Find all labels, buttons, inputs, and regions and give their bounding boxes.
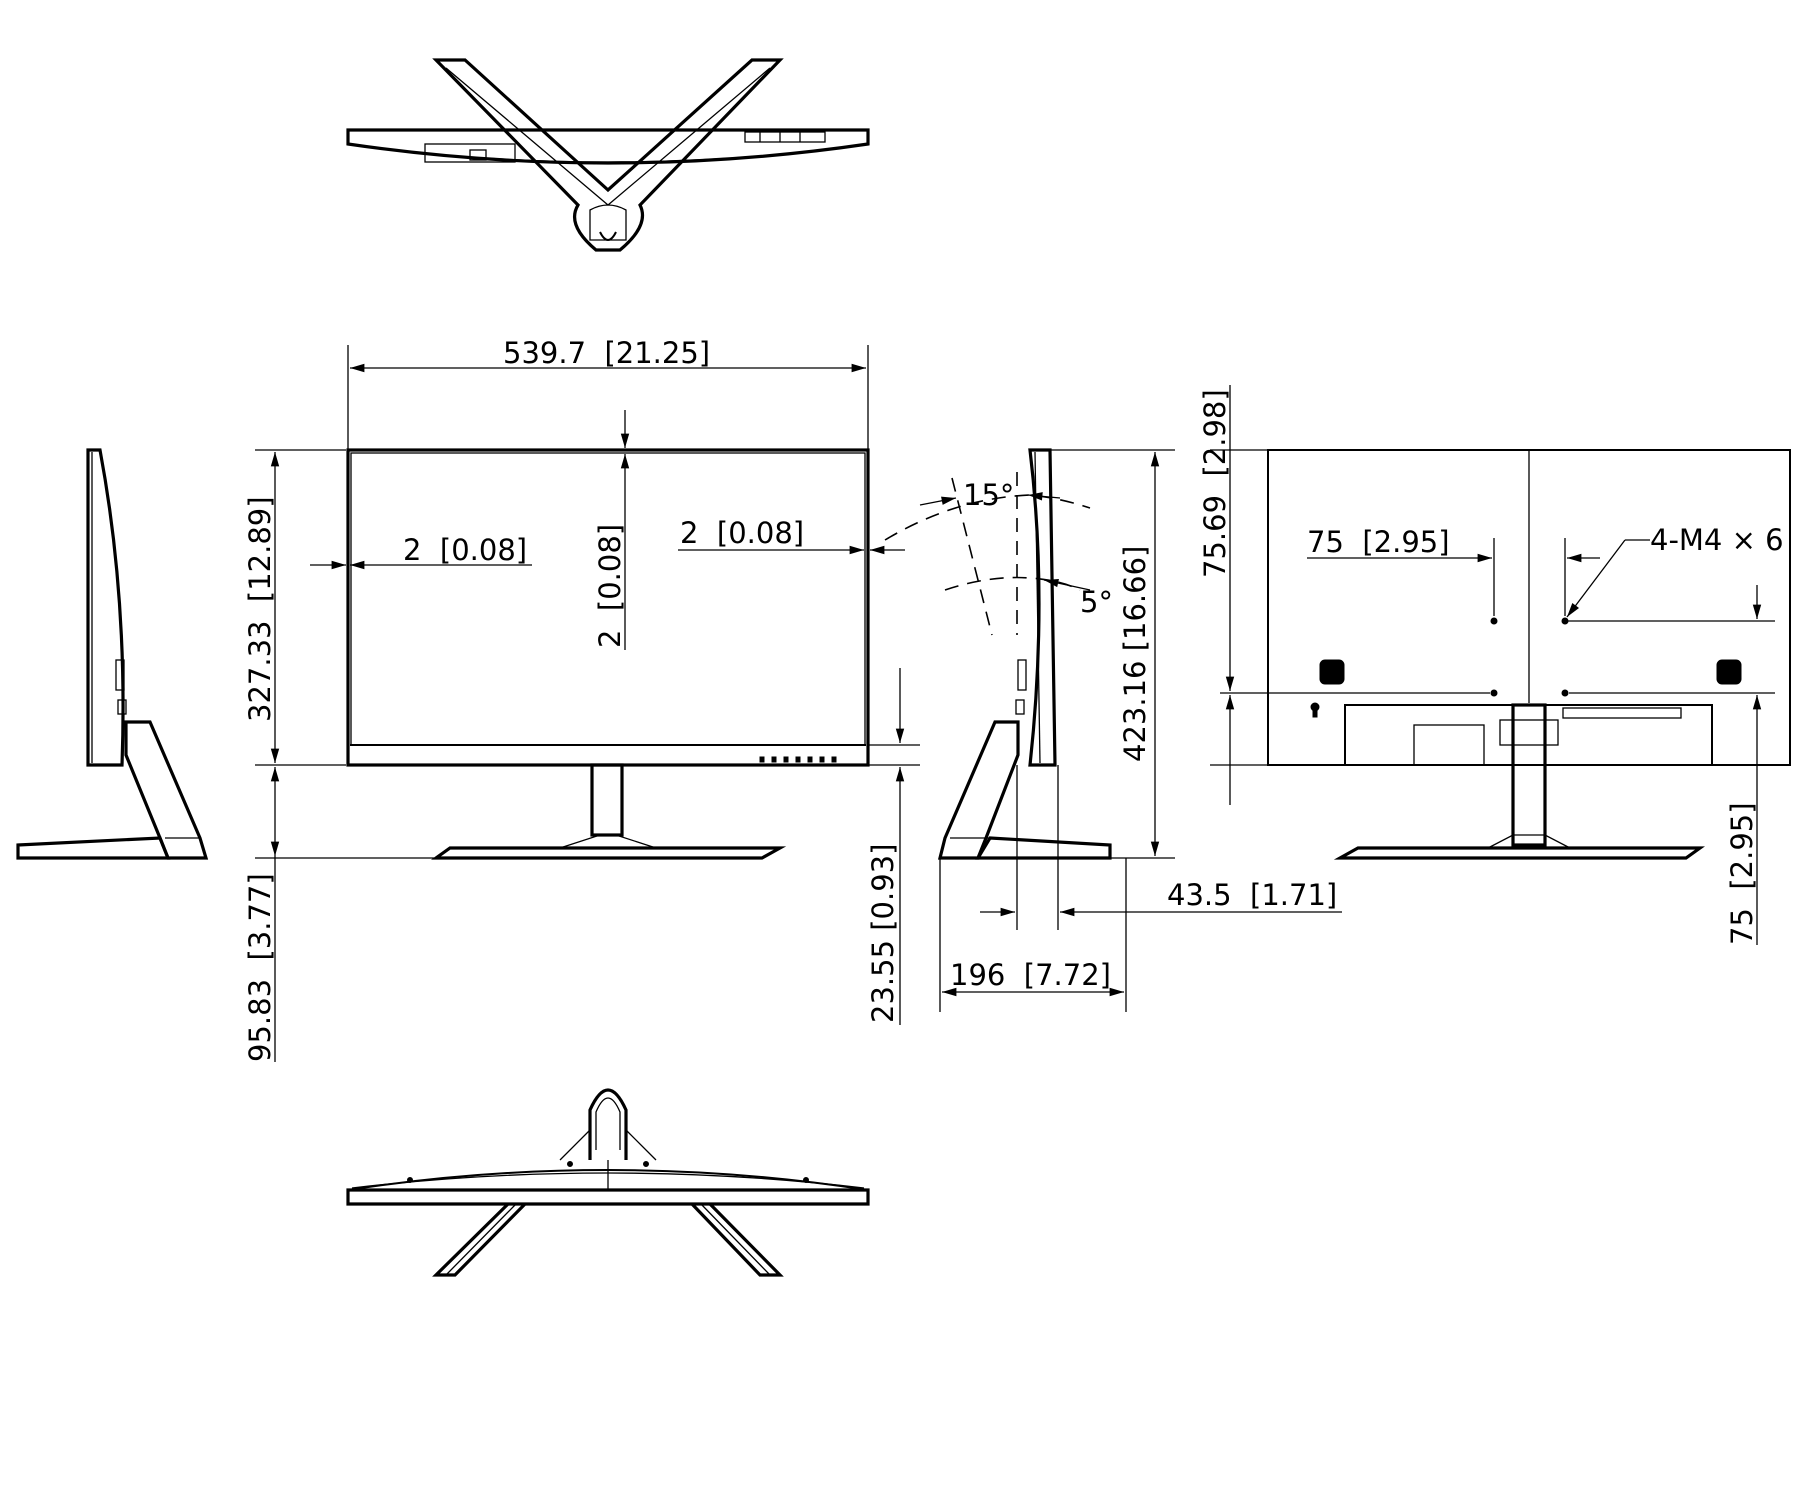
stand-height-label: 95.83 [3.77] [243,873,277,1062]
bottom-bezel-label: 23.55 [0.93] [866,844,900,1023]
width-label: 539.7 [21.25] [503,336,710,370]
front-view [346,448,870,860]
vesa-h-label: 75 [2.95] [1307,525,1450,559]
depth-label: 196 [7.72] [950,958,1111,992]
total-height-label: 423.16 [16.66] [1118,546,1152,762]
screen-height-label: 327.33 [12.89] [243,496,277,722]
left-side-view [16,448,209,860]
front-dimensions: 539.7 [21.25] 2 [0.08] 2 [0.08] 2 [0.08]… [243,336,920,1062]
bottom-view [346,1088,870,1277]
thickness-label: 43.5 [1.71] [1167,878,1337,912]
rear-view [1220,449,1791,860]
tilt-back-label: 15° [963,478,1014,512]
vesa-top-label: 75.69 [2.98] [1198,389,1232,578]
tilt-front-label: 5° [1080,585,1113,619]
side-dimensions: 15° 5° 423.16 [16.66] 43.5 [1.71] 196 [7… [884,449,1342,1012]
vesa-v-label: 75 [2.95] [1725,802,1759,945]
rear-dimensions: 75.69 [2.98] 75 [2.95] 4-M4 × 6 75 [2.95… [1198,385,1784,945]
bezel-top-label: 2 [0.08] [593,524,627,648]
bezel-left-label: 2 [0.08] [403,533,527,567]
bezel-right-label: 2 [0.08] [680,516,804,550]
top-view [346,58,870,252]
screw-label: 4-M4 × 6 [1650,523,1784,557]
